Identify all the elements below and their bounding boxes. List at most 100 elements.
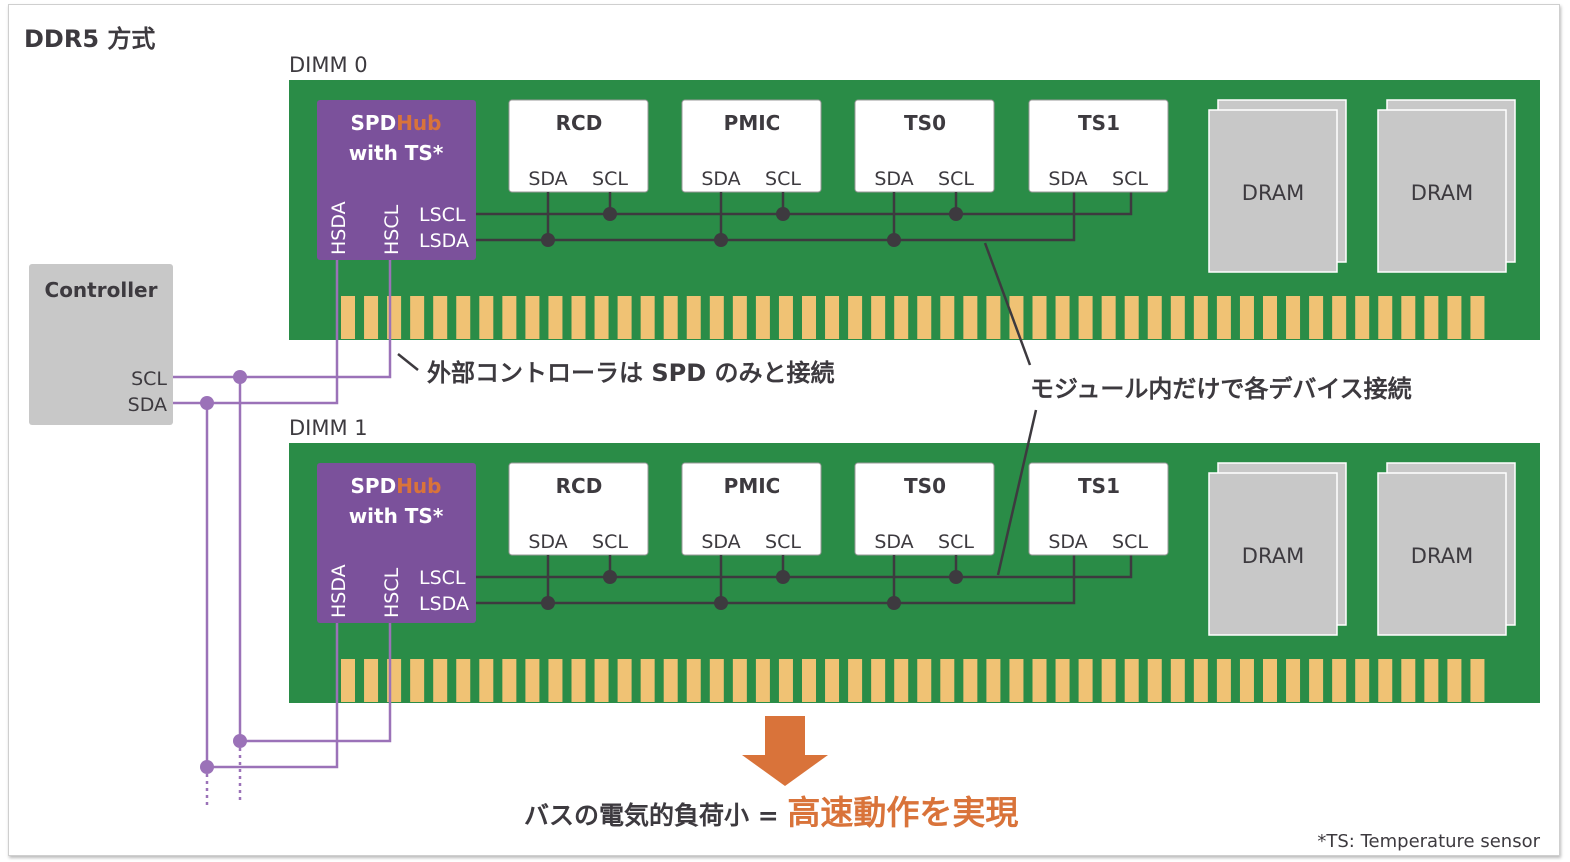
gold-pin [686,659,701,702]
gold-pin [1055,296,1070,339]
gold-pin [1309,296,1324,339]
lsda-label: LSDA [419,230,469,252]
hscl-label: HSCL [381,567,403,618]
gold-pin [364,296,379,339]
gold-pin [686,296,701,339]
gold-pin [709,296,724,339]
sda-junction [714,233,728,247]
dram-label: DRAM [1411,181,1473,205]
gold-pin [894,659,909,702]
gold-pin [1147,296,1162,339]
gold-pin [1147,659,1162,702]
chip-scl-label: SCL [765,531,801,553]
annotation-internal: モジュール内だけで各デバイス接続 [1030,375,1412,403]
gold-pin [1355,296,1370,339]
gold-pin [571,659,586,702]
chip-name: TS1 [1078,111,1120,135]
chip-scl-label: SCL [1112,168,1148,190]
annotation-external: 外部コントローラは SPD のみと接続 [427,359,835,387]
gold-pin [663,296,678,339]
gold-pin [1355,659,1370,702]
gold-pin [940,659,955,702]
dimm-label: DIMM 0 [289,53,368,77]
lscl-label: LSCL [419,567,466,589]
gold-pin [502,659,517,702]
gold-pin [1309,659,1324,702]
gold-pin [825,659,840,702]
dram-1: DRAM [1377,462,1516,636]
chip-scl-label: SCL [938,531,974,553]
chip-box [1028,99,1169,193]
gold-pin [1332,296,1347,339]
gold-pin [364,659,379,702]
conclusion-highlight: 高速動作を実現 [787,793,1018,832]
gold-pin [1055,659,1070,702]
gold-pin [410,296,425,339]
lsda-wire [476,555,1076,605]
chip-sda-label: SDA [528,168,567,190]
chip-scl-label: SCL [1112,531,1148,553]
chip-box [681,462,822,556]
gold-pin [1263,296,1277,339]
gold-pin [1170,659,1185,702]
scl-junction [603,570,617,584]
gold-pin [917,659,932,702]
gold-pin [548,659,563,702]
gold-pin [1170,296,1185,339]
gold-pin [479,659,494,702]
sda-junction [887,233,901,247]
gold-pin [755,296,770,339]
callout-lines [397,242,1038,576]
chip-sda-label: SDA [528,531,567,553]
hscl-label: HSCL [381,204,403,255]
chip-scl-label: SCL [592,168,628,190]
gold-pin [594,659,609,702]
chip-sda-label: SDA [701,531,740,553]
gold-pin [1424,659,1439,702]
chip-sda-label: SDA [701,168,740,190]
lscl-wire [476,192,1133,216]
gold-pin [732,659,747,702]
controller-sda-label: SDA [128,394,167,416]
dram-front [1208,472,1338,636]
chip-box [854,99,995,193]
sda-junction [714,596,728,610]
gold-pin [1470,659,1485,702]
gold-pin [894,296,909,339]
conclusion-prefix: バスの電気的負荷小 = [524,801,787,830]
chip-sda-label: SDA [874,168,913,190]
spd-text: SPD [351,111,397,135]
gold-pin [732,296,747,339]
gold-pin [986,296,1001,339]
gold-pin [963,659,978,702]
chip-name: TS0 [904,474,946,498]
gold-pin [617,296,632,339]
chip-name: RCD [556,474,603,498]
gold-pin [986,659,1001,702]
gold-pin [1470,296,1485,339]
chip-box [1028,462,1169,556]
gold-pin [1239,296,1254,339]
gold-pin [1101,296,1116,339]
local-bus [476,192,1133,242]
gold-pin [825,296,840,339]
scl-junction [776,207,790,221]
dram-front [1377,109,1507,273]
gold-pin [1124,659,1139,702]
gold-pin [433,659,448,702]
gold-pin [1378,296,1393,339]
chip-sda-label: SDA [1048,531,1087,553]
gold-pin [410,659,425,702]
chip-scl-label: SCL [592,531,628,553]
gold-pin [594,296,609,339]
lsda-wire [476,192,1076,242]
chip-box [508,462,649,556]
sda-junction [541,233,555,247]
chip-name: RCD [556,111,603,135]
